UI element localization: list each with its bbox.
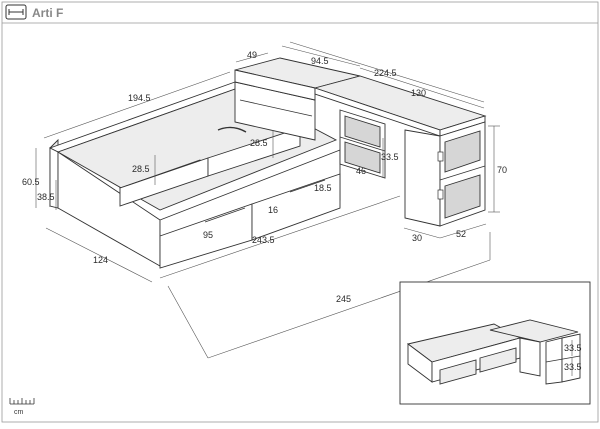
dim-side-height: 38.5	[37, 192, 55, 202]
inset-desk-top	[489, 319, 579, 343]
cabinet-knob-upper	[437, 151, 444, 162]
dim-top-depth: 49	[247, 50, 257, 60]
bed-width-icon	[5, 4, 27, 20]
dim-line-desk-leg	[403, 227, 441, 239]
desk-cabinet-side	[404, 129, 441, 227]
page-title: Arti F	[32, 6, 63, 20]
dim-line-bed-width	[45, 227, 153, 283]
dim-shelf-height: 33.5	[381, 152, 399, 162]
dim-total-length: 245	[336, 294, 351, 304]
dim-top-width: 94.5	[311, 56, 329, 66]
dim-shelf-depth: 46	[356, 166, 366, 176]
dim-line-total-length	[207, 259, 491, 359]
handle-icon	[217, 126, 247, 133]
inset-dim-upper-shelf: 33.5	[564, 343, 582, 353]
inset-dim-lower-shelf: 33.5	[564, 362, 582, 372]
main-isometric-view: 194.5 49 94.5 224.5 130 60.5 38.5 28.5 2…	[22, 41, 507, 359]
dim-desk-depth: 52	[456, 229, 466, 239]
dim-bed-length: 194.5	[128, 93, 151, 103]
cabinet-knob-lower	[437, 189, 444, 200]
inset-drawer-right	[479, 347, 517, 373]
dim-bed-width: 124	[93, 255, 108, 265]
dim-total-base: 243.5	[252, 235, 275, 245]
dim-overall-width: 224.5	[374, 68, 397, 78]
dim-line-total-base	[159, 195, 401, 279]
dim-desk-width: 130	[411, 88, 426, 98]
cabinet-cell-upper	[444, 130, 481, 173]
head-unit-drawer-line	[239, 99, 313, 117]
dim-desk-leg-width: 30	[412, 233, 422, 243]
dim-headboard-height: 60.5	[22, 177, 40, 187]
dim-drawer-front: 16	[268, 205, 278, 215]
scale-unit-label: cm	[14, 409, 24, 416]
dim-line-overall-width	[289, 41, 485, 103]
drawer-handle-left	[204, 207, 246, 223]
dim-line-top-depth	[235, 52, 269, 63]
dim-line-top-width	[281, 45, 361, 67]
inset-cabinet-side	[545, 337, 563, 385]
dim-line-desk-width	[359, 67, 485, 109]
ruler-icon	[9, 398, 35, 405]
dim-desk-height: 70	[497, 165, 507, 175]
inset-drawer-left	[439, 359, 477, 385]
inset-cabinet-front	[561, 333, 581, 383]
drawer-handle-right	[289, 179, 326, 193]
cabinet-cell-lower	[444, 174, 481, 219]
inset-view: 33.5 33.5	[399, 281, 591, 405]
bed-inner-box-2	[207, 127, 301, 177]
inset-cabinet-divider	[545, 355, 581, 363]
dim-drawer-height: 18.5	[314, 183, 332, 193]
inset-shelf-column	[519, 337, 541, 377]
dim-inner-depth-center: 28.5	[250, 138, 268, 148]
shelf-cell-lower	[344, 141, 381, 174]
dim-drawer-width: 95	[203, 230, 213, 240]
dim-line-desk-depth	[439, 223, 487, 239]
head-unit-rail	[234, 69, 316, 101]
dim-line-bed-length	[43, 71, 231, 139]
dim-line-total-length-left	[167, 285, 209, 359]
shelf-divider	[339, 136, 386, 152]
cabinet-divider	[439, 165, 486, 181]
drawer-right	[251, 173, 341, 241]
shelf-cell-upper	[344, 115, 381, 148]
dim-inner-depth-left: 28.5	[132, 164, 150, 174]
